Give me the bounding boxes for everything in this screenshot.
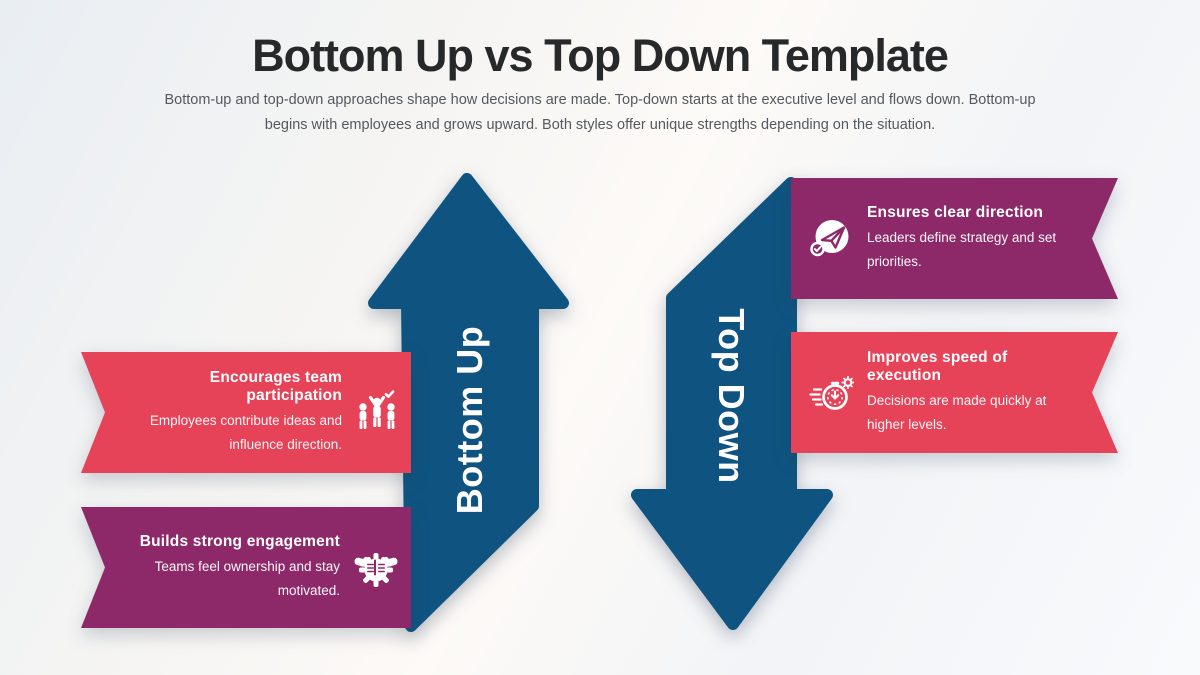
bottom-up-item-engagement: Builds strong engagement Teams feel owne… bbox=[81, 507, 411, 628]
top-down-arrow-label: Top Down bbox=[711, 308, 752, 484]
top-down-item-speed: Improves speed of execution Decisions ar… bbox=[791, 332, 1118, 453]
handshake-gear-icon bbox=[354, 552, 398, 587]
bottom-up-arrow bbox=[368, 173, 569, 632]
item-title: Encourages team participation bbox=[209, 368, 342, 404]
paper-plane-check-icon bbox=[806, 215, 854, 263]
top-down-arrow bbox=[631, 177, 833, 630]
bottom-up-arrow-label: Bottom Up bbox=[449, 325, 490, 515]
item-title: Improves speed of execution bbox=[867, 348, 1008, 384]
item-description: Leaders define strategy and set prioriti… bbox=[867, 229, 1057, 269]
page-title: Bottom Up vs Top Down Template bbox=[252, 30, 949, 81]
item-title: Builds strong engagement bbox=[139, 532, 340, 550]
top-down-item-direction: Ensures clear direction Leaders define s… bbox=[791, 178, 1118, 299]
item-description: Employees contribute ideas and influence… bbox=[149, 412, 342, 452]
item-description: Teams feel ownership and stay motivated. bbox=[154, 558, 340, 598]
item-title: Ensures clear direction bbox=[867, 203, 1044, 221]
team-participation-icon bbox=[359, 389, 395, 429]
bottom-up-item-participation: Encourages team participation Employees … bbox=[81, 352, 411, 473]
page-subtitle: Bottom-up and top-down approaches shape … bbox=[164, 92, 1036, 133]
speed-stopwatch-icon bbox=[806, 369, 854, 417]
item-description: Decisions are made quickly at higher lev… bbox=[867, 392, 1047, 432]
